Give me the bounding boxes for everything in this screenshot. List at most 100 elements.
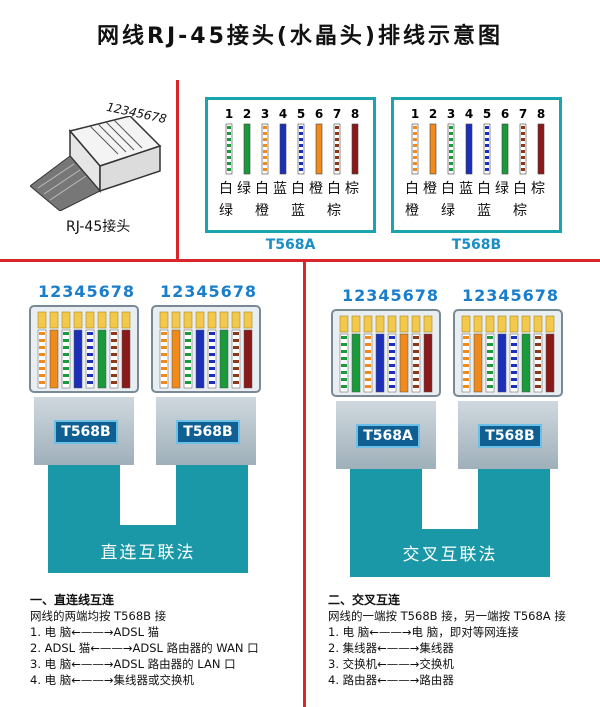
t568a-pin-number-8: 8 [351, 107, 359, 121]
connector-wire [219, 329, 229, 389]
connector-wire-stripe [39, 353, 45, 356]
connector-wire-stripe [185, 332, 191, 335]
connector-wire-stripe [365, 378, 371, 381]
connector-wire-stripe [365, 336, 371, 339]
connector-left [331, 309, 441, 397]
connector-pin [37, 311, 47, 329]
connector-wire-stripe [209, 381, 215, 384]
connector-wire-stripe [389, 336, 395, 339]
t568b-wire-stripe [521, 156, 525, 159]
t568b-wire-stripe [449, 132, 453, 135]
connector-wire-stripe [365, 350, 371, 353]
connector-wire-stripe [111, 346, 117, 349]
connector-wire [399, 333, 409, 393]
connector-wire-stripe [87, 339, 93, 342]
connector-pin [231, 311, 241, 329]
t568a-wire-stripe [227, 132, 231, 135]
connector-wire-stripe [389, 371, 395, 374]
connector-wire [375, 333, 385, 393]
t568b-pin-number-6: 6 [501, 107, 509, 121]
divider-horizontal [0, 259, 600, 262]
connector-wire-stripe [413, 357, 419, 360]
t568a-label-top-4: 蓝 [273, 181, 287, 197]
connector-wire-stripe [487, 357, 493, 360]
t568b-wire-stripe [413, 168, 417, 171]
connector-wire-stripe [511, 357, 517, 360]
connector-wire-stripe [87, 332, 93, 335]
t568a-wire-3 [261, 123, 269, 175]
connector-wire-stripe [161, 332, 167, 335]
t568b-wire-stripe [485, 144, 489, 147]
connector-pin [207, 311, 217, 329]
t568b-label-bottom-1: 橙 [405, 203, 419, 219]
connector-pin [533, 315, 543, 333]
connector-wire-stripe [111, 339, 117, 342]
connector-wire-stripe [535, 364, 541, 367]
connector-wire-stripe [111, 353, 117, 356]
straight-item-4: 4. 电 脑←——→集线器或交换机 [30, 673, 195, 687]
t568a-wire-stripe [227, 150, 231, 153]
t568a-label-bottom-5: 蓝 [291, 203, 305, 219]
t568b-wire-stripe [413, 126, 417, 129]
connector-numbers-right: 12345678 [160, 282, 258, 301]
connector-wire-stripe [39, 381, 45, 384]
connector-wire-stripe [365, 371, 371, 374]
t568b-pin-number-7: 7 [519, 107, 527, 121]
connector-wire-stripe [209, 339, 215, 342]
connector-wire-stripe [341, 371, 347, 374]
t568b-wire-2 [429, 123, 437, 175]
connector-wire-stripe [39, 374, 45, 377]
connector-pin [473, 315, 483, 333]
connector-wire-stripe [511, 385, 517, 388]
t568a-wire-stripe [263, 168, 267, 171]
connector-wire-stripe [63, 339, 69, 342]
t568a-wire-stripe [335, 150, 339, 153]
t568b-labels: 白橙白蓝白绿白棕橙绿蓝棕 [404, 178, 554, 222]
connector-wire-stripe [463, 336, 469, 339]
connector-pin [49, 311, 59, 329]
connector-wire-stripe [511, 343, 517, 346]
t568a-wire-stripe [299, 132, 303, 135]
t568b-wire-stripe [413, 156, 417, 159]
connector-wire-stripe [161, 353, 167, 356]
t568b-wire-stripe [449, 126, 453, 129]
connector-wire-stripe [63, 332, 69, 335]
connector-wire-stripe [341, 343, 347, 346]
connector-pin [545, 315, 555, 333]
connector-wire-stripe [233, 381, 239, 384]
t568b-wire-stripe [521, 126, 525, 129]
connector-wire-stripe [39, 360, 45, 363]
t568a-wire-stripe [263, 138, 267, 141]
t568a-wire-stripe [227, 162, 231, 165]
t568a-wire-stripe [335, 156, 339, 159]
connector-wire-stripe [535, 336, 541, 339]
connector-wire [109, 329, 119, 389]
connector-wire-stripe [511, 336, 517, 339]
connector-pin [97, 311, 107, 329]
connector-wire-stripe [511, 378, 517, 381]
connector-wire-stripe [39, 367, 45, 370]
connector-wire-stripe [209, 346, 215, 349]
t568a-wire-7 [333, 123, 341, 175]
connector-pin [159, 311, 169, 329]
connector-wire-stripe [87, 346, 93, 349]
connector-wire-stripe [185, 339, 191, 342]
connector-wire-stripe [161, 374, 167, 377]
connector-wire [411, 333, 421, 393]
t568a-wire-stripe [227, 126, 231, 129]
connector-pin [485, 315, 495, 333]
connector-wire [231, 329, 241, 389]
t568b-wire-stripe [413, 150, 417, 153]
connector-wire-stripe [487, 364, 493, 367]
t568a-wire-stripe [299, 138, 303, 141]
connector-wire-stripe [365, 343, 371, 346]
t568a-label-top-5: 白 [291, 181, 305, 197]
connector-wire-stripe [365, 357, 371, 360]
connector-wire-stripe [233, 339, 239, 342]
t568a-wire-stripe [335, 126, 339, 129]
straight-item-2: 2. ADSL 猫←——→ADSL 路由器的 WAN 口 [30, 641, 259, 655]
t568b-pin-number-3: 3 [447, 107, 455, 121]
plug-drawing [30, 116, 162, 211]
t568b-wire-stripe [449, 138, 453, 141]
